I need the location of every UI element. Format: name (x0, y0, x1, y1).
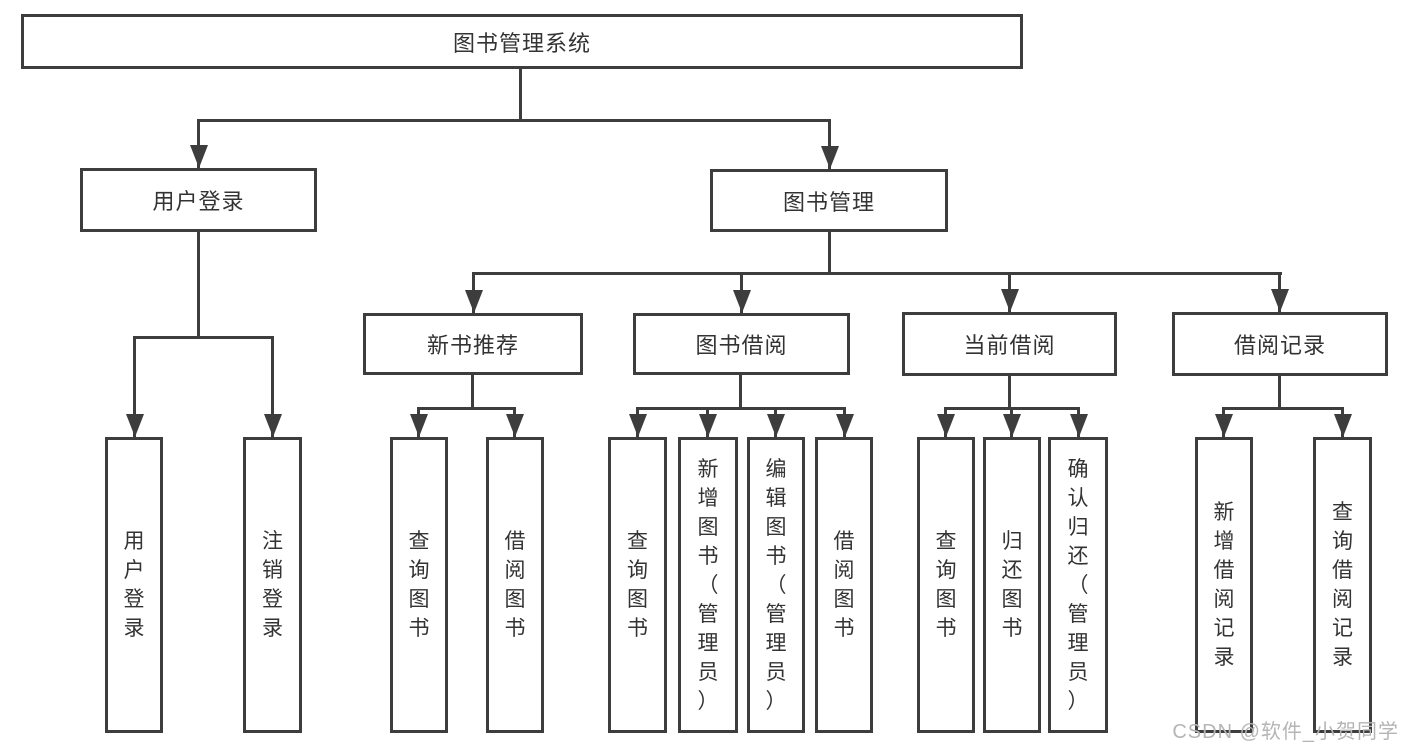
leaf-logout: 注销登录 (243, 437, 302, 733)
node-borrow-records-label: 借阅记录 (1233, 333, 1326, 358)
connector-level3-rail (472, 272, 1282, 275)
leaf-user-login: 用户登录 (105, 437, 163, 733)
arrow-to-leaf-nb-borrow (505, 407, 524, 437)
arrow-to-leaf-logout (263, 336, 282, 437)
arrow-to-leaf-bb-query (628, 407, 647, 437)
node-book-borrow-label: 图书借阅 (695, 333, 788, 358)
leaf-nb-borrow-books: 借阅图书 (486, 437, 544, 733)
connector-user-login-stem (197, 232, 200, 336)
arrow-to-leaf-bb-borrow (835, 407, 854, 437)
node-root: 图书管理系统 (21, 14, 1023, 69)
leaf-bb-add-books-admin-label: 新增图书（管理员） (697, 457, 719, 713)
arrow-to-book-borrow (732, 272, 751, 313)
arrow-to-user-login (189, 119, 208, 168)
connector-new-book-rec-stem (471, 375, 474, 407)
leaf-cb-query-books-label: 查询图书 (935, 530, 957, 640)
node-book-borrow: 图书借阅 (633, 313, 850, 375)
leaf-bb-edit-books-admin: 编辑图书（管理员） (747, 437, 805, 733)
arrow-to-leaf-bb-edit (766, 407, 785, 437)
connector-book-management-stem (828, 232, 831, 272)
node-new-book-rec: 新书推荐 (363, 313, 583, 375)
leaf-nb-borrow-books-label: 借阅图书 (504, 530, 526, 640)
arrow-to-leaf-nb-query (409, 407, 428, 437)
node-root-label: 图书管理系统 (452, 30, 591, 56)
arrow-to-leaf-br-add (1214, 407, 1233, 437)
connector-root-stem (519, 69, 522, 119)
leaf-user-login-label: 用户登录 (123, 530, 145, 640)
arrow-to-leaf-cb-confirm (1069, 407, 1088, 437)
connector-new-book-rec-rail (417, 407, 516, 410)
leaf-bb-add-books-admin: 新增图书（管理员） (678, 437, 738, 733)
leaf-bb-borrow-books: 借阅图书 (815, 437, 873, 733)
leaf-bb-query-books: 查询图书 (608, 437, 667, 733)
connector-borrow-records-rail (1222, 407, 1343, 410)
node-book-management-label: 图书管理 (782, 189, 875, 215)
connector-user-login-rail (133, 336, 274, 339)
connector-borrow-records-stem (1278, 376, 1281, 407)
leaf-bb-query-books-label: 查询图书 (627, 530, 648, 640)
leaf-cb-confirm-return-admin-label: 确认归还（管理员） (1067, 457, 1089, 713)
leaf-br-query-record-label: 查询借阅记录 (1332, 501, 1353, 669)
connector-current-borrow-stem (1008, 376, 1011, 407)
leaf-cb-query-books: 查询图书 (917, 437, 975, 733)
arrow-to-leaf-bb-add (698, 407, 717, 437)
node-book-management: 图书管理 (710, 169, 948, 232)
leaf-cb-return-books-label: 归还图书 (1001, 530, 1023, 640)
connector-book-borrow-rail (636, 407, 846, 410)
arrow-to-new-book-rec (464, 272, 483, 313)
csdn-watermark: CSDN @软件_小贺同学 (1172, 721, 1399, 743)
leaf-nb-query-books-label: 查询图书 (408, 530, 430, 640)
arrow-to-leaf-user-login (125, 336, 144, 437)
connector-book-borrow-stem (739, 375, 742, 407)
node-current-borrow-label: 当前借阅 (963, 333, 1056, 358)
node-user-login: 用户登录 (80, 168, 317, 232)
leaf-bb-borrow-books-label: 借阅图书 (833, 530, 855, 640)
arrow-to-leaf-cb-query (936, 407, 955, 437)
node-borrow-records: 借阅记录 (1172, 312, 1388, 376)
leaf-cb-confirm-return-admin: 确认归还（管理员） (1048, 437, 1108, 733)
arrow-to-leaf-br-query (1333, 407, 1352, 437)
arrow-to-borrow-records (1270, 272, 1289, 312)
leaf-logout-label: 注销登录 (262, 530, 283, 640)
leaf-cb-return-books: 归还图书 (983, 437, 1041, 733)
node-user-login-label: 用户登录 (152, 189, 245, 214)
leaf-br-add-record: 新增借阅记录 (1195, 437, 1253, 733)
node-new-book-rec-label: 新书推荐 (426, 333, 519, 358)
arrow-to-book-management (820, 119, 839, 169)
arrow-to-leaf-cb-return (1002, 407, 1021, 437)
leaf-br-add-record-label: 新增借阅记录 (1213, 501, 1235, 669)
arrow-to-current-borrow (1000, 272, 1019, 312)
leaf-bb-edit-books-admin-label: 编辑图书（管理员） (765, 457, 787, 713)
leaf-br-query-record: 查询借阅记录 (1313, 437, 1372, 733)
leaf-nb-query-books: 查询图书 (390, 437, 448, 733)
node-current-borrow: 当前借阅 (902, 312, 1117, 376)
connector-level2-rail (197, 119, 831, 122)
